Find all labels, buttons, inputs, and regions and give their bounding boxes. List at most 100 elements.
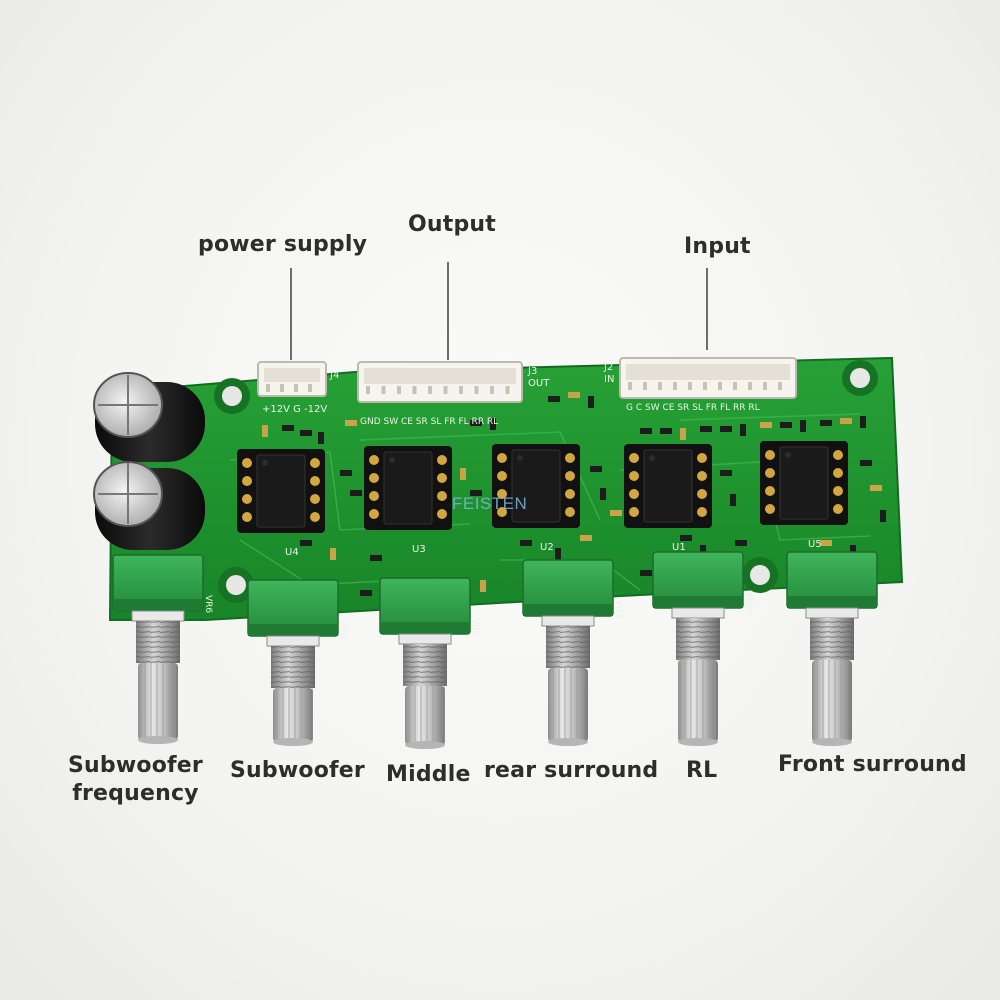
potentiometer-knob: VR3 — [522, 559, 623, 746]
smd-component — [548, 396, 560, 402]
knob-label-subwoofer-frequency: Subwoofer frequency — [68, 752, 203, 808]
pot-label: VR2 — [743, 592, 753, 610]
smd-component — [850, 545, 856, 557]
connector-pin — [778, 382, 782, 390]
silk-j3-out: OUT — [528, 378, 550, 389]
smd-component — [640, 570, 652, 576]
silk-output-pins: GND SW CE SR SL FR FL RR RL — [360, 417, 498, 427]
smd-component — [300, 430, 312, 436]
smd-component — [580, 535, 592, 541]
connector-pin — [688, 382, 692, 390]
silk-j2: J2 — [603, 362, 613, 373]
smd-component — [700, 426, 712, 432]
smd-component — [640, 428, 652, 434]
opamp-chip: U3 — [364, 446, 452, 555]
potentiometer-knob: VR1 — [786, 551, 887, 746]
connector-pin — [733, 382, 737, 390]
smd-component — [282, 425, 294, 431]
knob-label-front-surround: Front surround — [778, 752, 967, 777]
output-connector-j3 — [357, 361, 523, 403]
input-leader — [706, 268, 708, 350]
potentiometer-knob: VR5 — [379, 577, 480, 749]
connector-pin — [280, 384, 284, 392]
watermark: FEISTEN — [452, 494, 528, 513]
knob-label-line: frequency — [72, 781, 199, 806]
connector-pin — [308, 384, 312, 392]
smd-component — [360, 590, 372, 596]
silk-j4: J4 — [329, 370, 339, 381]
pot-label: VR1 — [877, 592, 887, 610]
potentiometer-knob: VR6 — [112, 554, 213, 744]
power-supply-leader — [290, 268, 292, 360]
connector-pin — [703, 382, 707, 390]
smd-component — [680, 428, 686, 440]
connector-pins — [266, 382, 782, 394]
connector-pin — [366, 386, 370, 394]
input-connector-j2 — [619, 357, 797, 399]
smd-component — [490, 418, 496, 430]
smd-component — [520, 540, 532, 546]
connector-pin — [397, 386, 401, 394]
output-leader — [447, 262, 449, 360]
smd-component — [370, 555, 382, 561]
opamp-chip: U1 — [624, 444, 712, 553]
mounting-hole — [214, 378, 250, 414]
smd-component — [345, 420, 357, 426]
smd-component — [720, 426, 732, 432]
connector-pin — [428, 386, 432, 394]
connector-pin — [381, 386, 386, 394]
silk-input-pins: G C SW CE SR SL FR FL RR RL — [626, 403, 760, 413]
connector-pin — [628, 382, 632, 390]
knob-label-rear-surround: rear surround — [484, 758, 659, 783]
smd-component — [720, 470, 732, 476]
opamp-chip: U5 — [760, 441, 848, 550]
chip-label: U2 — [540, 542, 554, 553]
pot-label: VR6 — [203, 595, 213, 613]
smd-component — [600, 488, 606, 500]
smd-component — [880, 510, 886, 522]
chip-label: U1 — [672, 542, 686, 553]
smd-component — [350, 490, 362, 496]
smd-component — [568, 392, 580, 398]
connector-pin — [294, 384, 298, 392]
connector-pin — [643, 382, 647, 390]
silk-j2-in: IN — [604, 374, 614, 385]
silk-j4-pins: +12V G -12V — [262, 404, 327, 415]
smd-component — [760, 422, 772, 428]
smd-component — [840, 418, 852, 424]
smd-component — [820, 540, 832, 546]
smd-component — [480, 580, 486, 592]
connector-pin — [658, 382, 662, 390]
smd-component — [610, 510, 622, 516]
mounting-hole — [842, 360, 878, 396]
smd-component — [740, 424, 746, 436]
smd-component — [800, 420, 806, 432]
smd-component — [870, 485, 882, 491]
pot-label: VR5 — [470, 618, 480, 636]
pot-label: VR4 — [338, 620, 348, 638]
smd-component — [860, 416, 866, 428]
smd-component — [330, 548, 336, 560]
silk-j3: J3 — [527, 366, 537, 377]
connector-pin — [490, 386, 494, 394]
smd-component — [680, 535, 692, 541]
pot-label: VR3 — [613, 600, 623, 618]
knob-label-subwoofer: Subwoofer — [230, 758, 365, 783]
connector-pin — [718, 382, 722, 390]
smd-component — [780, 422, 792, 428]
chip-label: U4 — [285, 547, 299, 558]
opamp-chip: U4 — [237, 449, 325, 558]
connector-pin — [474, 386, 479, 394]
potentiometer-knob: VR2 — [652, 551, 753, 746]
connector-pin — [459, 386, 463, 394]
connector-pin — [673, 382, 677, 390]
electrolytic-capacitor — [93, 372, 205, 462]
connector-pin — [748, 382, 752, 390]
output-label: Output — [408, 212, 497, 237]
smd-component — [460, 468, 466, 480]
mounting-hole — [742, 557, 778, 593]
connector-pin — [505, 386, 510, 394]
input-label: Input — [684, 234, 751, 259]
knob-label-middle: Middle — [386, 762, 471, 787]
